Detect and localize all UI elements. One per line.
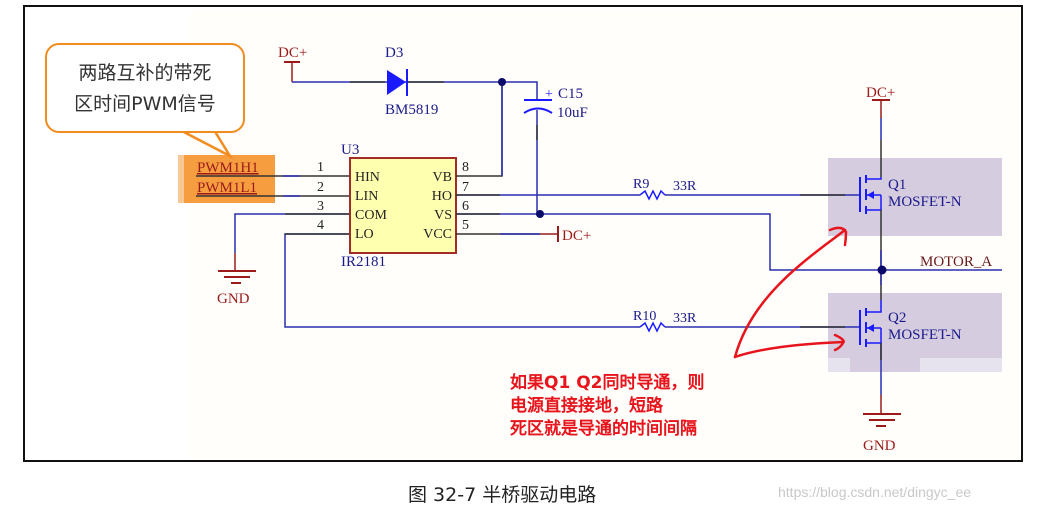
motor-net-label: MOTOR_A xyxy=(920,254,992,270)
q1-shading xyxy=(828,158,1002,236)
annotation-line-3: 死区就是导通的时间间隔 xyxy=(510,419,697,439)
pin-2-num: 2 xyxy=(317,180,324,195)
pin-5-num: 5 xyxy=(462,218,469,233)
q2-shading-step-mid xyxy=(850,358,920,372)
pin-4-num: 4 xyxy=(317,218,324,233)
gnd-label-1: GND xyxy=(217,291,250,307)
pin-vb-name: VB xyxy=(433,170,452,185)
capacitor-ref: C15 xyxy=(558,86,583,102)
q2-shading-step-left xyxy=(828,358,850,372)
arrow-head-q1 xyxy=(828,226,848,247)
callout-line-2: 区时间PWM信号 xyxy=(74,93,216,115)
pwm-input-highlight-edge xyxy=(178,155,184,203)
pin-lin-name: LIN xyxy=(355,189,378,204)
resistor-r9-ref: R9 xyxy=(633,177,649,192)
dc-plus-label-2: DC+ xyxy=(866,85,895,101)
q2-shading xyxy=(828,293,1002,358)
annotation-line-2: 电源直接接地，短路 xyxy=(510,396,663,416)
junction-motor xyxy=(877,265,887,275)
mosfet-q1-ref: Q1 xyxy=(888,177,906,193)
mosfet-q2-ref: Q2 xyxy=(888,310,906,326)
pin-lo-name: LO xyxy=(355,227,374,242)
resistor-r10-value: 33R xyxy=(673,311,697,326)
arrow-head-q2 xyxy=(833,333,845,352)
capacitor-value: 10uF xyxy=(557,105,588,121)
pin-1-num: 1 xyxy=(317,160,324,175)
resistor-r10-ref: R10 xyxy=(633,309,656,324)
callout-bubble: 两路互补的带死 区时间PWM信号 xyxy=(45,43,245,133)
resistor-r10-icon xyxy=(639,321,666,333)
junction-vb xyxy=(498,78,506,86)
callout-line-1: 两路互补的带死 xyxy=(78,62,212,84)
annotation-line-1: 如果Q1 Q2同时导通，则 xyxy=(510,373,705,393)
pin-8-num: 8 xyxy=(462,160,469,175)
figure-caption: 图 32-7 半桥驱动电路 xyxy=(408,484,597,506)
ic-part: IR2181 xyxy=(341,254,386,270)
junction-vs xyxy=(536,210,544,218)
pin-6-num: 6 xyxy=(462,199,469,214)
arrow-to-q2 xyxy=(733,340,845,359)
mosfet-q1-part: MOSFET-N xyxy=(888,194,962,210)
mosfet-q2-part: MOSFET-N xyxy=(888,327,962,343)
callout-tail xyxy=(179,128,234,160)
dc-plus-label-vcc: DC+ xyxy=(562,228,591,244)
pin-3-num: 3 xyxy=(317,199,324,214)
q2-shading-step-right xyxy=(920,358,1002,372)
pin-com-name: COM xyxy=(355,208,387,223)
diode-d3-icon xyxy=(387,70,406,95)
u3-ic-body xyxy=(349,157,457,254)
pin-ho-name: HO xyxy=(432,189,452,204)
deadtime-annotation: 如果Q1 Q2同时导通，则 电源直接接地，短路 死区就是导通的时间间隔 xyxy=(510,372,704,441)
ic-ref: U3 xyxy=(341,142,359,158)
pin-vcc-name: VCC xyxy=(423,227,452,242)
pin-hin-name: HIN xyxy=(355,170,380,185)
watermark: https://blog.csdn.net/dingyc_ee xyxy=(778,484,972,500)
diode-part: BM5819 xyxy=(385,102,438,118)
resistor-r9-value: 33R xyxy=(673,179,697,194)
pwm-low-label: PWM1L1 xyxy=(197,180,257,196)
arrow-to-q1 xyxy=(733,228,847,359)
pwm-input-highlight xyxy=(183,155,275,203)
diode-ref: D3 xyxy=(385,45,403,61)
dc-plus-label-1: DC+ xyxy=(278,45,307,61)
capacitor-polarity: + xyxy=(545,87,553,102)
pin-vs-name: VS xyxy=(434,208,452,223)
pin-7-num: 7 xyxy=(462,180,469,195)
pwm-high-label: PWM1H1 xyxy=(197,160,259,176)
gnd-label-2: GND xyxy=(863,438,896,454)
resistor-r9-icon xyxy=(639,189,666,201)
wire-lo xyxy=(284,233,640,328)
capacitor-c15-curve xyxy=(523,107,553,114)
